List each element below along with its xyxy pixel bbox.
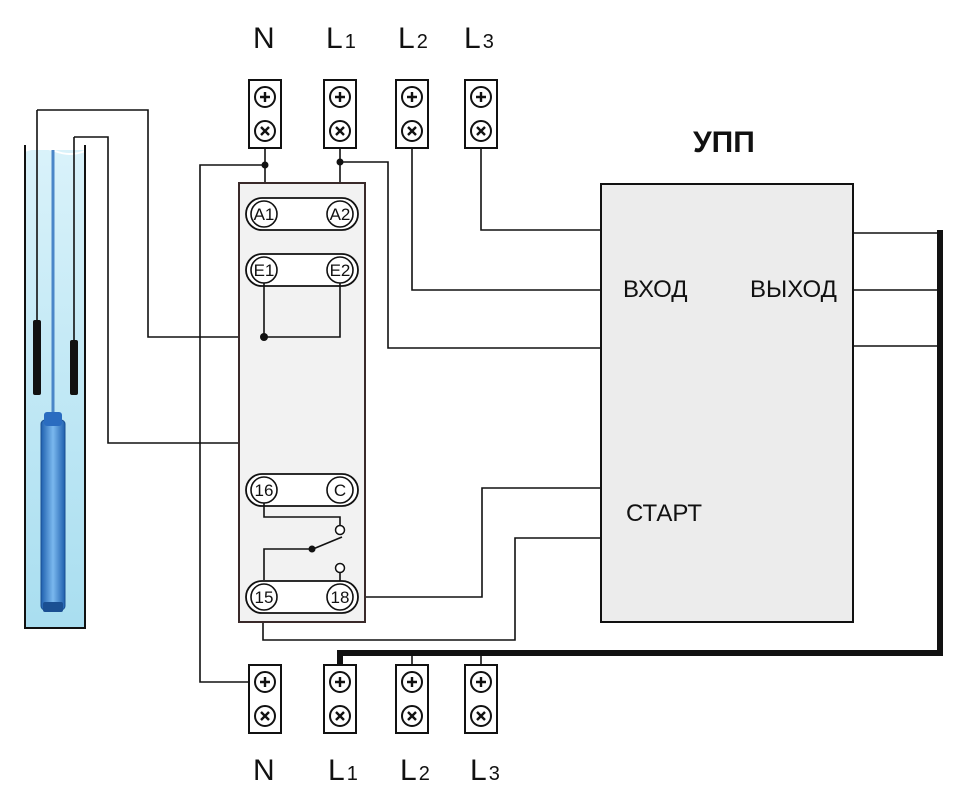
upp-body xyxy=(600,183,854,623)
contact-no-point xyxy=(334,562,346,574)
terminal-top-n xyxy=(248,79,282,149)
label-top-n: N xyxy=(253,22,275,55)
wire-18-to-start xyxy=(362,487,601,598)
label-bottom-n: N xyxy=(253,754,275,787)
probe-electrode-2 xyxy=(70,340,78,395)
water-surface xyxy=(24,147,86,155)
bottom-terminal-block xyxy=(248,664,498,734)
pump-base xyxy=(43,602,63,612)
upp-title: УПП xyxy=(693,126,755,159)
upp-output-label: ВЫХОД xyxy=(750,276,837,303)
contact-nc-point xyxy=(334,524,346,536)
upp-start-label: СТАРТ xyxy=(626,500,702,527)
wire-e1-e2-bridge xyxy=(263,283,341,338)
relay-terminal-15: 15 xyxy=(255,588,274,607)
top-terminal-block xyxy=(248,79,498,149)
contact-blade xyxy=(312,536,343,550)
pump-head xyxy=(44,412,62,426)
relay-terminal-a2: A2 xyxy=(330,205,351,224)
upp-input-label: ВХОД xyxy=(623,276,688,303)
terminal-top-l3 xyxy=(464,79,498,149)
contact-nc-lead xyxy=(263,503,341,525)
terminal-bottom-l3 xyxy=(464,664,498,734)
relay-terminal-e2: E2 xyxy=(330,261,351,280)
wire-l1-to-upp xyxy=(340,161,601,349)
terminal-bottom-n xyxy=(248,664,282,734)
relay-terminal-e1: E1 xyxy=(254,261,275,280)
junction-l1 xyxy=(336,158,344,166)
pump-motor xyxy=(40,419,66,611)
relay-body xyxy=(238,182,366,623)
probe-electrode-1 xyxy=(33,320,41,395)
relay-terminal-18: 18 xyxy=(331,588,350,607)
relay-terminal-a1: A1 xyxy=(254,205,275,224)
level-relay: A1 A2 E1 E2 16 C 15 18 xyxy=(238,182,366,623)
soft-starter: УПП ВХОД ВЫХОД СТАРТ xyxy=(600,126,854,623)
terminal-bottom-l2 xyxy=(395,664,429,734)
wire-l3-to-upp xyxy=(480,148,601,231)
relay-terminal-c: C xyxy=(334,481,346,500)
contact-common-lead xyxy=(263,548,312,580)
terminal-bottom-l1 xyxy=(323,664,357,734)
well xyxy=(24,110,86,629)
relay-terminal-16: 16 xyxy=(255,481,274,500)
well-casing xyxy=(24,145,86,629)
output-bus xyxy=(337,230,943,666)
wire-15-to-start xyxy=(262,537,601,641)
terminal-top-l2 xyxy=(395,79,429,149)
junction-n xyxy=(261,161,269,169)
junction-e xyxy=(260,333,268,341)
wire-probe1-to-e xyxy=(37,109,265,338)
wire-n-bypass xyxy=(199,164,265,683)
terminal-top-l1 xyxy=(323,79,357,149)
wire-l2-to-upp xyxy=(411,148,601,291)
